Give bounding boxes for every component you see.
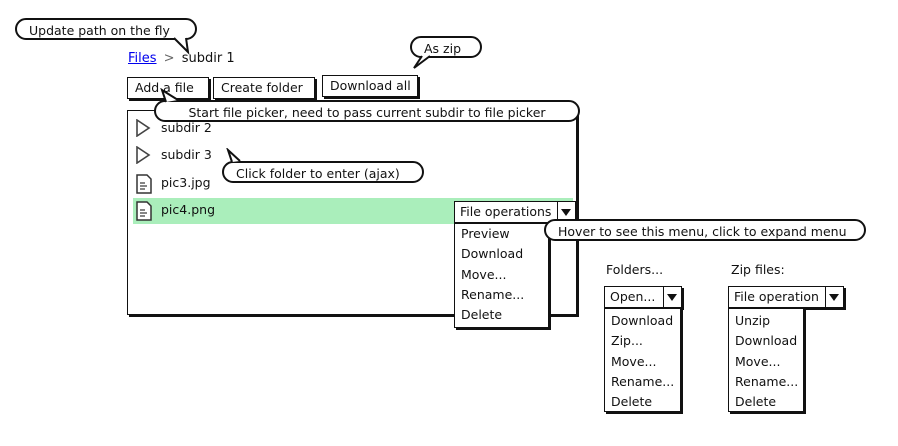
list-item-file-selected[interactable]: pic4.png	[128, 197, 428, 223]
folder-triangle-icon	[136, 146, 151, 164]
folders-open-label: Open...	[610, 289, 656, 304]
annotation-update-path: Update path on the fly	[15, 18, 197, 40]
annotation-start-file-picker: Start file picker, need to pass current …	[154, 100, 580, 122]
file-operations-dropdown[interactable]: File operations	[454, 201, 576, 223]
annotation-hover-menu: Hover to see this menu, click to expand …	[544, 219, 866, 241]
menu-item-delete[interactable]: Delete	[611, 394, 653, 409]
list-item-folder[interactable]: subdir 2	[128, 115, 428, 141]
list-item-label: subdir 2	[161, 120, 212, 135]
file-operations-menu: Preview Download Move... Rename... Delet…	[454, 223, 549, 328]
folder-triangle-icon	[136, 119, 151, 137]
list-item-file[interactable]: pic3.jpg	[128, 170, 428, 196]
list-item-label: pic4.png	[161, 202, 215, 217]
zip-files-heading: Zip files:	[731, 262, 785, 277]
zip-file-operation-label: File operation	[734, 289, 819, 304]
zip-file-operation-dropdown[interactable]: File operation	[728, 286, 844, 308]
menu-item-unzip[interactable]: Unzip	[735, 313, 771, 328]
list-item-label: subdir 3	[161, 147, 212, 162]
list-item-folder[interactable]: subdir 3	[128, 142, 428, 168]
annotation-click-folder: Click folder to enter (ajax)	[222, 161, 424, 183]
create-folder-button[interactable]: Create folder	[213, 77, 315, 99]
folders-menu: Download Zip... Move... Rename... Delete	[604, 308, 681, 412]
breadcrumb-root-link[interactable]: Files	[128, 51, 157, 66]
breadcrumb: Files > subdir 1	[128, 51, 235, 66]
zip-files-menu: Unzip Download Move... Rename... Delete	[728, 308, 804, 412]
chevron-down-icon[interactable]	[825, 287, 843, 307]
menu-item-move[interactable]: Move...	[735, 354, 781, 369]
menu-item-move[interactable]: Move...	[611, 354, 657, 369]
menu-item-rename[interactable]: Rename...	[461, 287, 525, 302]
download-all-button[interactable]: Download all	[322, 75, 418, 97]
callout-tail	[226, 148, 241, 163]
menu-item-delete[interactable]: Delete	[735, 394, 777, 409]
document-icon	[136, 174, 152, 194]
callout-tail	[413, 55, 431, 69]
menu-item-rename[interactable]: Rename...	[735, 374, 799, 389]
callout-tail	[160, 88, 179, 103]
document-icon	[136, 201, 152, 221]
menu-item-zip[interactable]: Zip...	[611, 333, 643, 348]
callout-tail	[173, 37, 190, 55]
list-item-label: pic3.jpg	[161, 175, 211, 190]
breadcrumb-separator-icon: >	[163, 51, 175, 66]
file-operations-label: File operations	[460, 204, 552, 219]
menu-item-download[interactable]: Download	[735, 333, 798, 348]
chevron-down-icon[interactable]	[663, 287, 681, 307]
add-file-button[interactable]: Add a file	[127, 77, 209, 99]
menu-item-download[interactable]: Download	[611, 313, 674, 328]
menu-item-move[interactable]: Move...	[461, 267, 507, 282]
menu-item-preview[interactable]: Preview	[461, 226, 510, 241]
breadcrumb-current: subdir 1	[181, 51, 235, 66]
menu-item-rename[interactable]: Rename...	[611, 374, 675, 389]
annotation-as-zip: As zip	[410, 36, 482, 58]
menu-item-download[interactable]: Download	[461, 246, 524, 261]
menu-item-delete[interactable]: Delete	[461, 307, 503, 322]
folders-open-dropdown[interactable]: Open...	[604, 286, 682, 308]
folders-heading: Folders...	[606, 262, 664, 277]
chevron-down-icon[interactable]	[557, 202, 575, 222]
